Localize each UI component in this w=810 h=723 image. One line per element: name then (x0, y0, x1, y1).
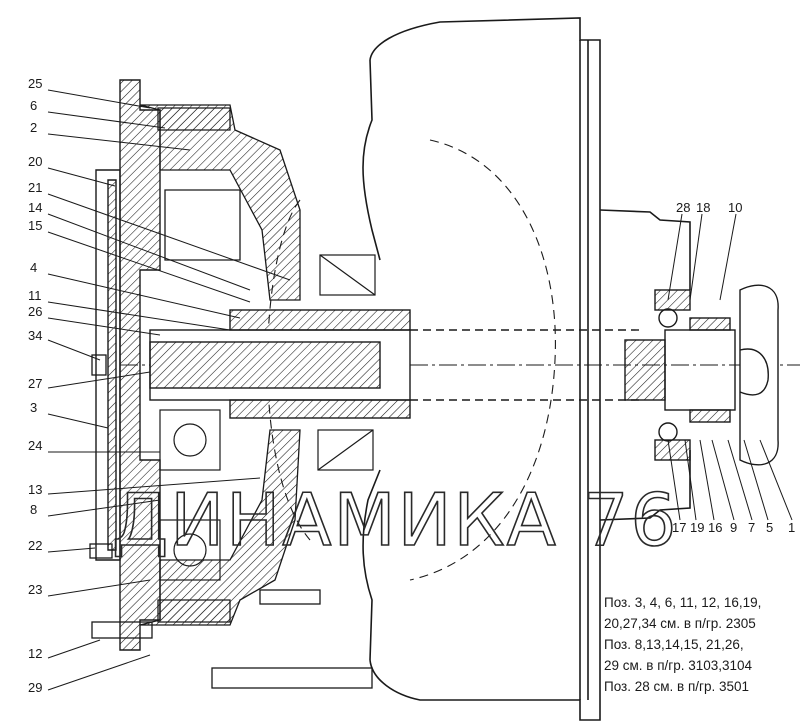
callout-9: 9 (730, 520, 737, 535)
callout-14: 14 (28, 200, 42, 215)
callout-4: 4 (30, 260, 37, 275)
callout-13: 13 (28, 482, 42, 497)
callout-34: 34 (28, 328, 42, 343)
main-shaft (149, 309, 640, 419)
leader-lines (47, 89, 793, 691)
callout-10: 10 (728, 200, 742, 215)
callout-23: 23 (28, 582, 42, 597)
mount-bolts (89, 354, 373, 689)
bearings (159, 254, 376, 581)
note-line: Поз. 28 см. в п/гр. 3501 (604, 679, 749, 694)
watermark: ДИНАМИКА 76 (112, 478, 678, 562)
note-line: Поз. 3, 4, 6, 11, 12, 16,19, (604, 595, 762, 610)
callout-16: 16 (708, 520, 722, 535)
callout-8: 8 (30, 502, 37, 517)
upper-carrier (139, 104, 301, 301)
note-line: 20,27,34 см. в п/гр. 2305 (604, 616, 756, 631)
callout-11: 11 (28, 288, 42, 303)
callout-15: 15 (28, 218, 42, 233)
callout-17: 17 (672, 520, 686, 535)
callout-26: 26 (28, 304, 42, 319)
callout-18: 18 (696, 200, 710, 215)
callout-1: 1 (788, 520, 795, 535)
note-line: Поз. 8,13,14,15, 21,26, (604, 637, 744, 652)
callout-29: 29 (28, 680, 42, 695)
callout-25: 25 (28, 76, 42, 91)
housing-outline (362, 17, 691, 721)
callout-22: 22 (28, 538, 42, 553)
notes-block: Поз. 3, 4, 6, 11, 12, 16,19, 20,27,34 см… (604, 592, 804, 697)
callout-3: 3 (30, 400, 37, 415)
output-hub (624, 284, 779, 466)
bottom-right-callouts: 17 19 16 9 7 5 1 (672, 520, 795, 535)
callout-27: 27 (28, 376, 42, 391)
callout-7: 7 (748, 520, 755, 535)
callout-19: 19 (690, 520, 704, 535)
note-line: 29 см. в п/гр. 3103,3104 (604, 658, 753, 673)
callout-20: 20 (28, 154, 42, 169)
left-callouts: 25 6 2 20 21 14 15 4 11 26 34 27 3 24 13… (28, 76, 42, 695)
callout-12: 12 (28, 646, 42, 661)
top-right-callouts: 28 18 10 (676, 200, 742, 215)
callout-28: 28 (676, 200, 690, 215)
callout-5: 5 (766, 520, 773, 535)
callout-21: 21 (28, 180, 42, 195)
callout-2: 2 (30, 120, 37, 135)
callout-6: 6 (30, 98, 37, 113)
callout-24: 24 (28, 438, 42, 453)
left-cover (95, 79, 161, 651)
